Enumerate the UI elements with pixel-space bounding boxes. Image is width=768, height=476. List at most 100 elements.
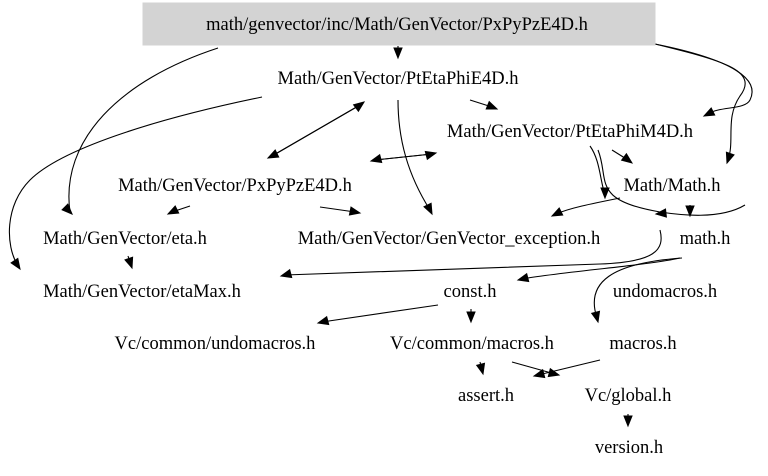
edge-vc_macros-to-assert	[475, 361, 486, 376]
edge-arrowhead	[423, 202, 433, 216]
node-vc_undomacros[interactable]: Vc/common/undomacros.h	[115, 334, 316, 354]
edge-line	[319, 206, 356, 213]
edge-arrowhead	[10, 257, 21, 271]
node-label: assert.h	[458, 386, 514, 406]
nodes-layer: math/genvector/inc/Math/GenVector/PxPyPz…	[43, 2, 731, 458]
edge-arrowhead	[424, 150, 438, 161]
edge-line	[593, 257, 683, 319]
edge-arrowhead	[466, 311, 476, 324]
edge-arrowhead	[279, 268, 293, 279]
node-label: Vc/common/undomacros.h	[115, 334, 316, 354]
edge-arrowhead	[550, 207, 564, 217]
edge-arrowhead	[485, 100, 499, 110]
edge-ptetaphie4d-to-etamax	[8, 96, 263, 271]
edge-arrowhead	[702, 107, 716, 117]
node-eta[interactable]: Math/GenVector/eta.h	[43, 229, 207, 249]
node-vc_global[interactable]: Vc/global.h	[585, 386, 672, 406]
edge-math_math-to-math	[685, 205, 695, 218]
node-label: Math/GenVector/PtEtaPhiE4D.h	[278, 69, 519, 89]
node-label: Math/Math.h	[623, 176, 720, 196]
node-label: macros.h	[609, 334, 676, 354]
edge-arrowhead	[623, 415, 633, 428]
edge-math-to-etamax	[279, 229, 662, 279]
edge-pxpypze4d-to-ptetaphim4d	[374, 150, 438, 161]
edge-root-to-eta	[61, 47, 219, 215]
node-exception[interactable]: Math/GenVector/GenVector_exception.h	[298, 229, 601, 249]
root-node-box	[142, 2, 656, 46]
edge-arrowhead	[61, 203, 73, 215]
node-ptetaphim4d[interactable]: Math/GenVector/PtEtaPhiM4D.h	[447, 122, 693, 142]
edge-root-to-math	[654, 43, 753, 117]
edge-arrowhead	[124, 256, 134, 270]
node-undomacros[interactable]: undomacros.h	[613, 282, 717, 302]
edge-arrowhead	[266, 149, 280, 159]
edge-arrowhead	[316, 315, 330, 326]
edge-eta-to-etamax	[124, 255, 134, 270]
node-label: Vc/global.h	[585, 386, 672, 406]
edge-arrowhead	[166, 205, 180, 215]
edge-line	[284, 229, 662, 276]
edge-ptetaphim4d-to-math	[597, 149, 746, 218]
node-math[interactable]: math.h	[680, 229, 731, 249]
node-pxpypze4d[interactable]: Math/GenVector/PxPyPzE4D.h	[118, 176, 352, 196]
node-label: Math/GenVector/etaMax.h	[43, 282, 241, 302]
edge-arrowhead	[725, 151, 735, 165]
edge-arrowhead	[620, 152, 634, 164]
node-label: Vc/common/macros.h	[390, 334, 554, 354]
node-etamax[interactable]: Math/GenVector/etaMax.h	[43, 282, 241, 302]
node-root[interactable]: math/genvector/inc/Math/GenVector/PxPyPz…	[142, 2, 656, 46]
node-label: Math/GenVector/eta.h	[43, 229, 207, 249]
edge-arrowhead	[590, 310, 601, 324]
edge-line	[521, 257, 681, 280]
edge-line	[654, 43, 746, 161]
edge-ptetaphim4d-to-exception	[589, 145, 610, 200]
edge-ptetaphim4d-to-math_math	[611, 149, 634, 164]
edges-layer	[8, 43, 753, 428]
edge-line	[321, 304, 439, 323]
edge-arrowhead	[654, 208, 667, 218]
node-label: const.h	[444, 282, 497, 302]
edge-arrowhead	[352, 101, 366, 113]
edge-line	[537, 359, 601, 376]
edge-macros-to-assert	[532, 359, 601, 379]
edge-line	[374, 153, 433, 161]
node-label: Math/GenVector/PtEtaPhiM4D.h	[447, 122, 693, 142]
edge-arrowhead	[600, 187, 610, 200]
node-macros[interactable]: macros.h	[609, 334, 676, 354]
edge-arrowhead	[532, 368, 546, 379]
node-label: math/genvector/inc/Math/GenVector/PxPyPz…	[206, 15, 588, 35]
edge-arrowhead	[348, 206, 362, 216]
node-label: version.h	[595, 438, 663, 458]
edge-root-to-ptetaphie4d	[393, 46, 403, 60]
node-ptetaphie4d[interactable]: Math/GenVector/PtEtaPhiE4D.h	[278, 69, 519, 89]
edge-math_math-to-exception	[550, 197, 621, 217]
edge-line	[8, 96, 263, 267]
edge-math-to-const	[516, 257, 681, 283]
edge-pxpypze4d-to-ptetaphie4d	[271, 101, 366, 157]
edge-root-to-math_math	[654, 43, 746, 165]
edge-line	[511, 361, 556, 375]
edge-arrowhead	[475, 362, 486, 376]
edge-line	[654, 43, 753, 115]
edge-arrowhead	[685, 205, 695, 218]
edge-line	[555, 197, 621, 215]
edge-line	[271, 104, 361, 157]
node-math_math[interactable]: Math/Math.h	[623, 176, 720, 196]
edge-const-to-vc_macros	[466, 309, 476, 324]
edge-arrowhead	[516, 272, 530, 283]
node-const[interactable]: const.h	[444, 282, 497, 302]
node-label: undomacros.h	[613, 282, 717, 302]
node-assert[interactable]: assert.h	[458, 386, 514, 406]
edge-arrowhead	[393, 47, 403, 60]
edge-math-to-macros	[590, 257, 683, 324]
edge-ptetaphie4d-to-ptetaphim4d	[469, 99, 499, 110]
edge-const-to-vc_undomacros	[316, 304, 439, 326]
node-version[interactable]: version.h	[595, 438, 663, 458]
edge-vc_global-to-version	[623, 414, 633, 428]
edge-pxpypze4d-to-eta	[166, 205, 191, 215]
node-label: Math/GenVector/PxPyPzE4D.h	[118, 176, 352, 196]
edge-line	[68, 47, 219, 213]
node-vc_macros[interactable]: Vc/common/macros.h	[390, 334, 554, 354]
edge-pxpypze4d-to-exception	[319, 206, 362, 216]
